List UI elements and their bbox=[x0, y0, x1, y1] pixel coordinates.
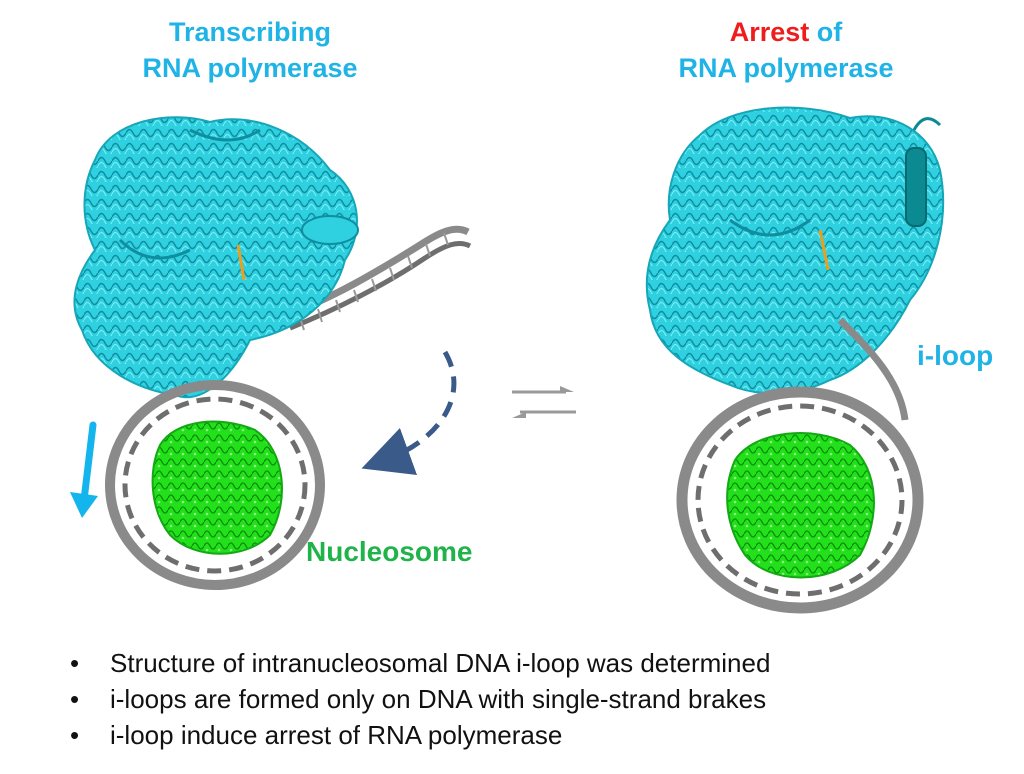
bullet-text: Structure of intranucleosomal DNA i-loop… bbox=[110, 648, 771, 678]
title-left-line2: RNA polymerase bbox=[142, 53, 358, 83]
title-right-line1: Arrest of bbox=[656, 14, 916, 50]
bullet-text: i-loop induce arrest of RNA polymerase bbox=[110, 720, 563, 750]
down-arrow-icon bbox=[70, 421, 98, 518]
bullet-dot: • bbox=[70, 720, 80, 750]
iloop-label: i-loop bbox=[917, 340, 994, 371]
title-right-line2: RNA polymerase bbox=[678, 53, 894, 83]
list-item: • i-loop induce arrest of RNA polymerase bbox=[70, 717, 770, 753]
list-item: • Structure of intranucleosomal DNA i-lo… bbox=[70, 645, 770, 681]
bullet-text: i-loops are formed only on DNA with sing… bbox=[110, 684, 767, 714]
bullet-dot: • bbox=[70, 648, 80, 678]
curved-dashed-arrow-icon bbox=[361, 350, 457, 475]
rna-polymerase-right bbox=[645, 106, 945, 395]
title-arrest: Arrest of RNA polymerase bbox=[656, 14, 916, 86]
equilibrium-arrows-icon bbox=[512, 386, 576, 418]
nucleosome-right bbox=[676, 317, 924, 614]
nucleosome-left bbox=[105, 380, 325, 590]
rna-polymerase-left bbox=[73, 116, 359, 399]
molecular-structure-diagram bbox=[70, 106, 945, 614]
title-left-line1: Transcribing bbox=[168, 17, 332, 47]
title-of-word: of bbox=[816, 17, 843, 47]
findings-list: • Structure of intranucleosomal DNA i-lo… bbox=[70, 645, 770, 753]
nucleosome-label: Nucleosome bbox=[306, 536, 473, 567]
title-arrest-word: Arrest bbox=[729, 17, 810, 47]
list-item: • i-loops are formed only on DNA with si… bbox=[70, 681, 770, 717]
bullet-dot: • bbox=[70, 684, 80, 714]
title-transcribing: Transcribing RNA polymerase bbox=[120, 14, 380, 86]
